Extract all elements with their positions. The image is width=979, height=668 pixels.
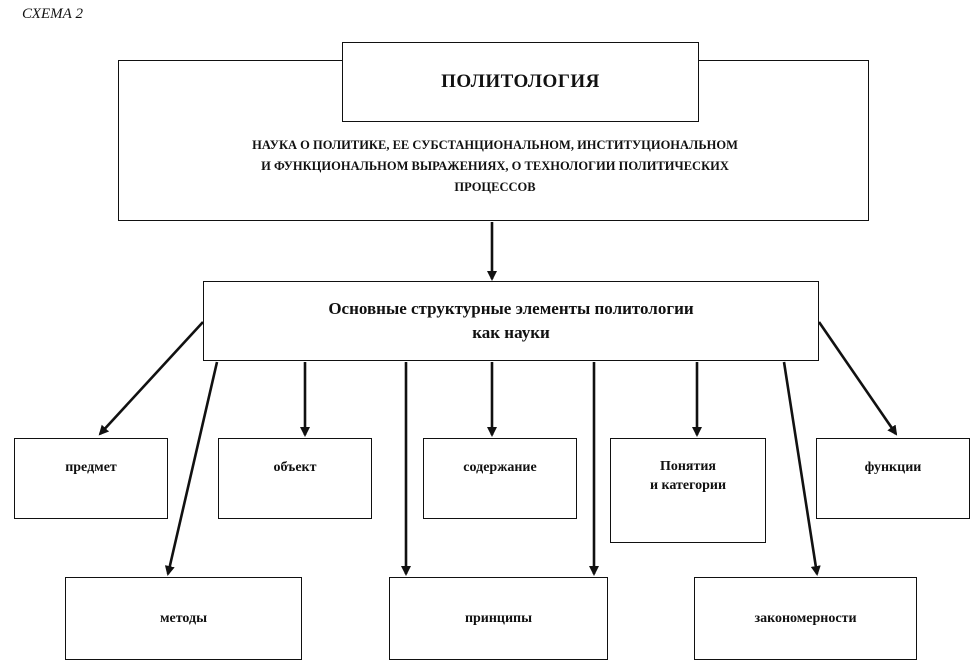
- politology-title-box: ПОЛИТОЛОГИЯ: [342, 42, 699, 122]
- arrow-to-funkcii: [817, 321, 898, 436]
- zakonomernosti-box: закономерности: [694, 577, 917, 660]
- ponyatiya-box: Понятия и категории: [610, 438, 766, 543]
- predmet-label: предмет: [65, 460, 117, 475]
- scheme-label: СХЕМА 2: [22, 6, 84, 22]
- arrow-to-zakonomernosti: [782, 361, 821, 576]
- structural-elements-box: Основные структурные элементы политологи…: [203, 281, 819, 361]
- principy-label: принципы: [464, 611, 533, 626]
- funkcii-box: функции: [816, 438, 970, 519]
- funkcii-label: функции: [864, 460, 922, 475]
- definition-line: ПРОЦЕССОВ: [454, 180, 536, 194]
- obekt-box: объект: [218, 438, 372, 519]
- metody-label: методы: [159, 611, 208, 626]
- ponyatiya-label-line1: Понятия: [659, 459, 717, 474]
- zakonomernosti-label: закономерности: [754, 611, 857, 626]
- politology-title: ПОЛИТОЛОГИЯ: [441, 71, 600, 92]
- definition-line: НАУКА О ПОЛИТИКЕ, ЕЕ СУБСТАНЦИОНАЛЬНОМ, …: [252, 138, 738, 152]
- soderzhanie-label: содержание: [463, 460, 537, 475]
- soderzhanie-box: содержание: [423, 438, 577, 519]
- metody-box: методы: [65, 577, 302, 660]
- definition-line: И ФУНКЦИОНАЛЬНОМ ВЫРАЖЕНИЯХ, О ТЕХНОЛОГИ…: [261, 159, 729, 173]
- obekt-label: объект: [273, 460, 317, 475]
- arrow-to-predmet: [98, 321, 204, 436]
- structural-elements-heading-line: Основные структурные элементы политологи…: [328, 299, 694, 318]
- principy-box: принципы: [389, 577, 608, 660]
- arrow-to-metody: [164, 361, 219, 576]
- predmet-box: предмет: [14, 438, 168, 519]
- politology-definition: НАУКА О ПОЛИТИКЕ, ЕЕ СУБСТАНЦИОНАЛЬНОМ, …: [130, 135, 860, 198]
- structural-elements-heading-line: как науки: [472, 323, 550, 342]
- ponyatiya-label-line2: и категории: [649, 478, 727, 493]
